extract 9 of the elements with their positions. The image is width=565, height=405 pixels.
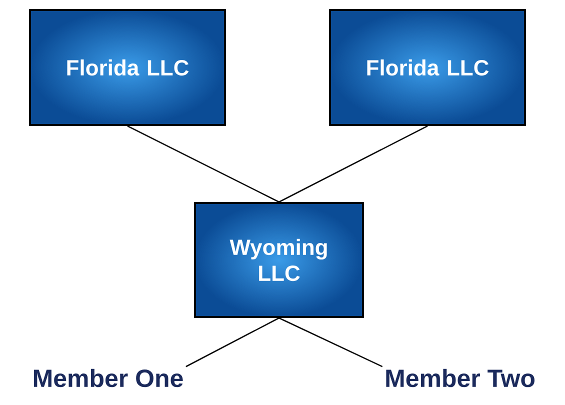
- company-box: Wyoming LLC: [194, 202, 364, 318]
- connector-line: [127, 125, 280, 203]
- connector-line: [186, 317, 280, 368]
- member-label: Member One: [34, 368, 183, 388]
- connector-line: [278, 317, 383, 368]
- connector-line: [278, 125, 428, 203]
- member-label: Member Two: [386, 368, 534, 388]
- company-box: Florida LLC: [29, 9, 226, 126]
- company-box: Florida LLC: [329, 9, 526, 126]
